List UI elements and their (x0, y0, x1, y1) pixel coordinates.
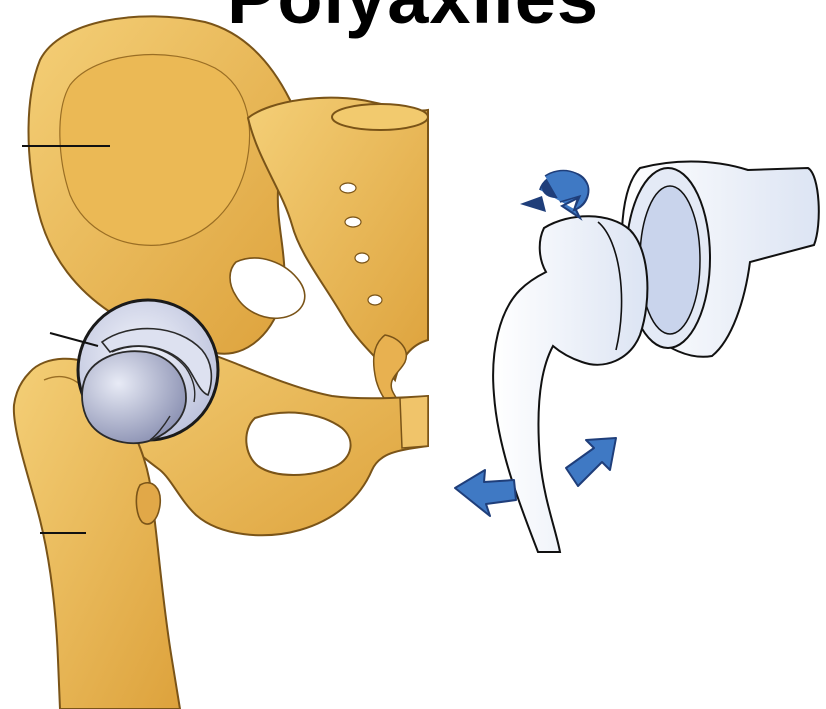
femoral-head (82, 351, 186, 443)
figure-title-overlay: Polyaxiles (0, 0, 826, 38)
sacral-promontory (332, 104, 428, 130)
lesser-trochanter (136, 483, 160, 524)
pubic-symphysis (400, 396, 428, 448)
arrow-left-icon (455, 470, 516, 516)
ball-and-rod (493, 216, 647, 552)
joint-magnifier (78, 300, 218, 443)
arrow-right-icon (566, 438, 616, 486)
ball-socket-model (493, 162, 819, 553)
rotation-arrow-icon (520, 171, 588, 218)
